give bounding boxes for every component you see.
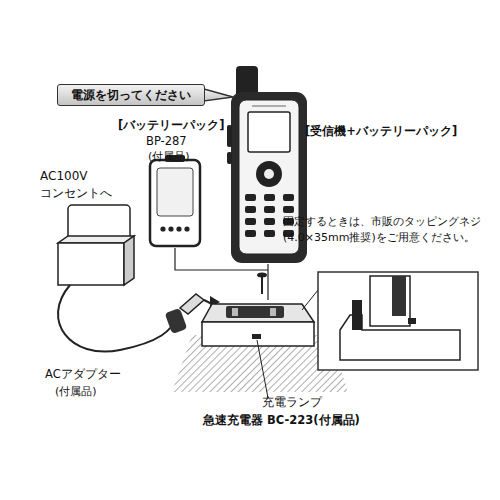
- battery-contact: [168, 226, 173, 231]
- side-button: [227, 152, 232, 164]
- dial-center: [264, 169, 274, 179]
- callout-box: 電源を切ってください: [57, 84, 205, 106]
- battery-contact: [184, 226, 189, 231]
- receiver-display: [248, 112, 290, 152]
- charge-lamp: [252, 334, 261, 339]
- leader-line: [257, 340, 268, 398]
- guide-line: [267, 264, 268, 300]
- dial-pad: [256, 161, 282, 187]
- callout-pointer: [204, 89, 233, 101]
- charger-terminal: [270, 308, 276, 316]
- ac-adapter: [58, 243, 124, 285]
- part-label: 充電ランプ: [262, 394, 322, 411]
- battery-pack: [150, 160, 200, 246]
- battery-contact: [160, 226, 165, 231]
- inset-receiver: [370, 276, 410, 326]
- adapter-cable: [58, 285, 176, 352]
- inset-lock: [408, 318, 416, 324]
- callout-text: 電源を切ってください: [71, 88, 191, 103]
- key: [245, 230, 256, 237]
- charger-top: [202, 304, 314, 322]
- speaker-grill: [252, 106, 286, 107]
- key: [264, 206, 275, 213]
- battery-label-area: [157, 168, 193, 216]
- guide-line: [175, 248, 268, 270]
- part-label: BP-287: [146, 133, 187, 150]
- part-label: [バッテリーパック]: [118, 117, 225, 134]
- key: [283, 194, 294, 201]
- charger-front: [202, 322, 314, 346]
- part-label: [受信機+バッテリーパック]: [305, 123, 457, 140]
- charger-terminal: [232, 308, 238, 316]
- part-label: 固定するときは、市販のタッピングネジ(4.0×35mm推奨)をご用意ください。: [283, 214, 483, 246]
- key: [245, 194, 256, 201]
- part-label: (付属品): [55, 384, 97, 400]
- part-label: ACアダプター: [45, 366, 121, 383]
- screw-head: [257, 273, 267, 278]
- part-label: コンセントへ: [40, 185, 112, 202]
- detail-inset: [318, 272, 478, 370]
- part-label: AC100V: [40, 168, 88, 185]
- key: [283, 206, 294, 213]
- inset-leader: [302, 290, 318, 310]
- charger-slot: [226, 306, 284, 318]
- tapping-screw: [261, 276, 263, 294]
- adapter-top: [58, 236, 134, 243]
- key: [264, 194, 275, 201]
- key: [245, 206, 256, 213]
- adapter-side: [124, 236, 134, 285]
- part-label: 急速充電器 BC-223(付属品): [203, 412, 360, 429]
- key: [264, 230, 275, 237]
- side-button: [227, 125, 232, 147]
- key: [264, 218, 275, 225]
- inset-charger-post: [352, 300, 362, 330]
- inset-receiver-side: [392, 276, 406, 316]
- battery-contact: [176, 226, 181, 231]
- dc-plug: [180, 294, 204, 314]
- part-label: (付属品): [148, 149, 190, 165]
- receiver-face: [239, 100, 299, 254]
- key: [245, 218, 256, 225]
